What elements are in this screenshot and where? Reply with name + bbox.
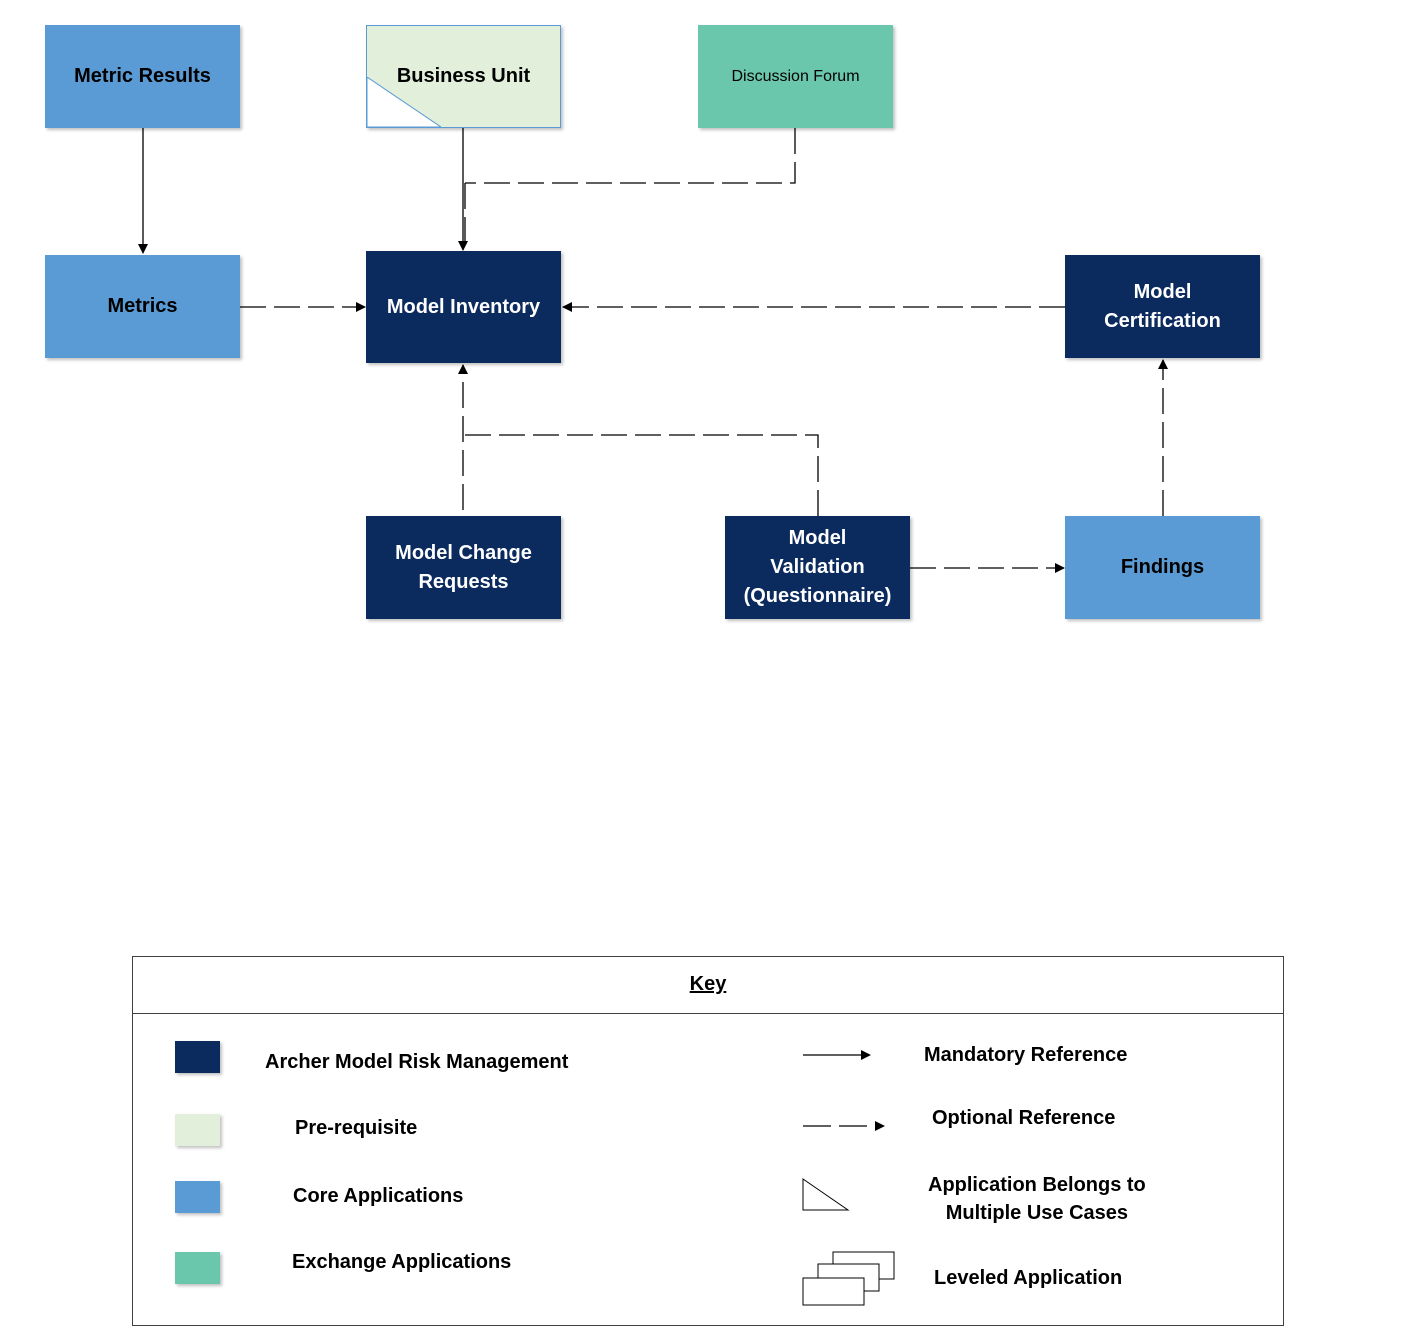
- node-model-inventory-label: Model Inventory: [386, 295, 541, 318]
- legend-swatch-prerequisite: [175, 1114, 220, 1146]
- node-model-certification[interactable]: Model Certification: [1065, 255, 1260, 358]
- node-metric-results-label: Metric Results: [74, 65, 211, 87]
- legend-swatch-mrm: [175, 1041, 220, 1073]
- node-discussion-forum-label: Discussion Forum: [731, 68, 860, 85]
- legend-label-optional: Optional Reference: [932, 1107, 1116, 1129]
- solid-arrow-icon: [803, 1050, 871, 1060]
- node-model-inventory[interactable]: Model Inventory: [366, 251, 561, 363]
- node-discussion-forum[interactable]: Discussion Forum: [698, 25, 893, 128]
- legend-label-core: Core Applications: [293, 1185, 464, 1207]
- legend-title: Key: [689, 973, 727, 995]
- legend-box: Key Archer Model Risk Management Pre-req…: [132, 956, 1284, 1326]
- node-business-unit[interactable]: Business Unit: [366, 25, 561, 128]
- multiple-use-case-corner-icon: [367, 77, 441, 127]
- node-model-validation[interactable]: Model Validation (Questionnaire): [725, 516, 910, 619]
- node-model-change-requests-label: Model Change Requests: [395, 541, 532, 593]
- node-metrics-label: Metrics: [107, 295, 178, 317]
- legend-header: Key: [133, 957, 1283, 1014]
- legend-swatch-core: [175, 1181, 220, 1213]
- legend-swatch-exchange: [175, 1252, 220, 1284]
- legend-label-exchange: Exchange Applications: [292, 1251, 512, 1273]
- node-model-validation-label: Model Validation (Questionnaire): [743, 527, 892, 607]
- node-metric-results[interactable]: Metric Results: [45, 25, 240, 128]
- node-metrics[interactable]: Metrics: [45, 255, 240, 358]
- corner-triangle-icon: [802, 1178, 850, 1211]
- legend-label-mrm: Archer Model Risk Management: [265, 1051, 569, 1073]
- legend-label-multiple-use: Application Belongs to Multiple Use Case…: [928, 1174, 1146, 1224]
- node-business-unit-label: Business Unit: [396, 65, 531, 87]
- legend-label-leveled: Leveled Application: [934, 1267, 1123, 1289]
- edge-discussion-forum-to-model-inventory: [465, 128, 796, 184]
- node-model-certification-label: Model Certification: [1104, 280, 1221, 332]
- dashed-arrow-icon: [803, 1121, 885, 1131]
- node-findings[interactable]: Findings: [1065, 516, 1260, 619]
- stacked-pages-icon: [802, 1251, 895, 1306]
- legend-label-mandatory: Mandatory Reference: [924, 1044, 1128, 1066]
- node-findings-label: Findings: [1120, 556, 1205, 578]
- edge-model-validation-to-model-inventory: [463, 434, 819, 516]
- node-model-change-requests[interactable]: Model Change Requests: [366, 516, 561, 619]
- legend-label-prerequisite: Pre-requisite: [295, 1117, 418, 1139]
